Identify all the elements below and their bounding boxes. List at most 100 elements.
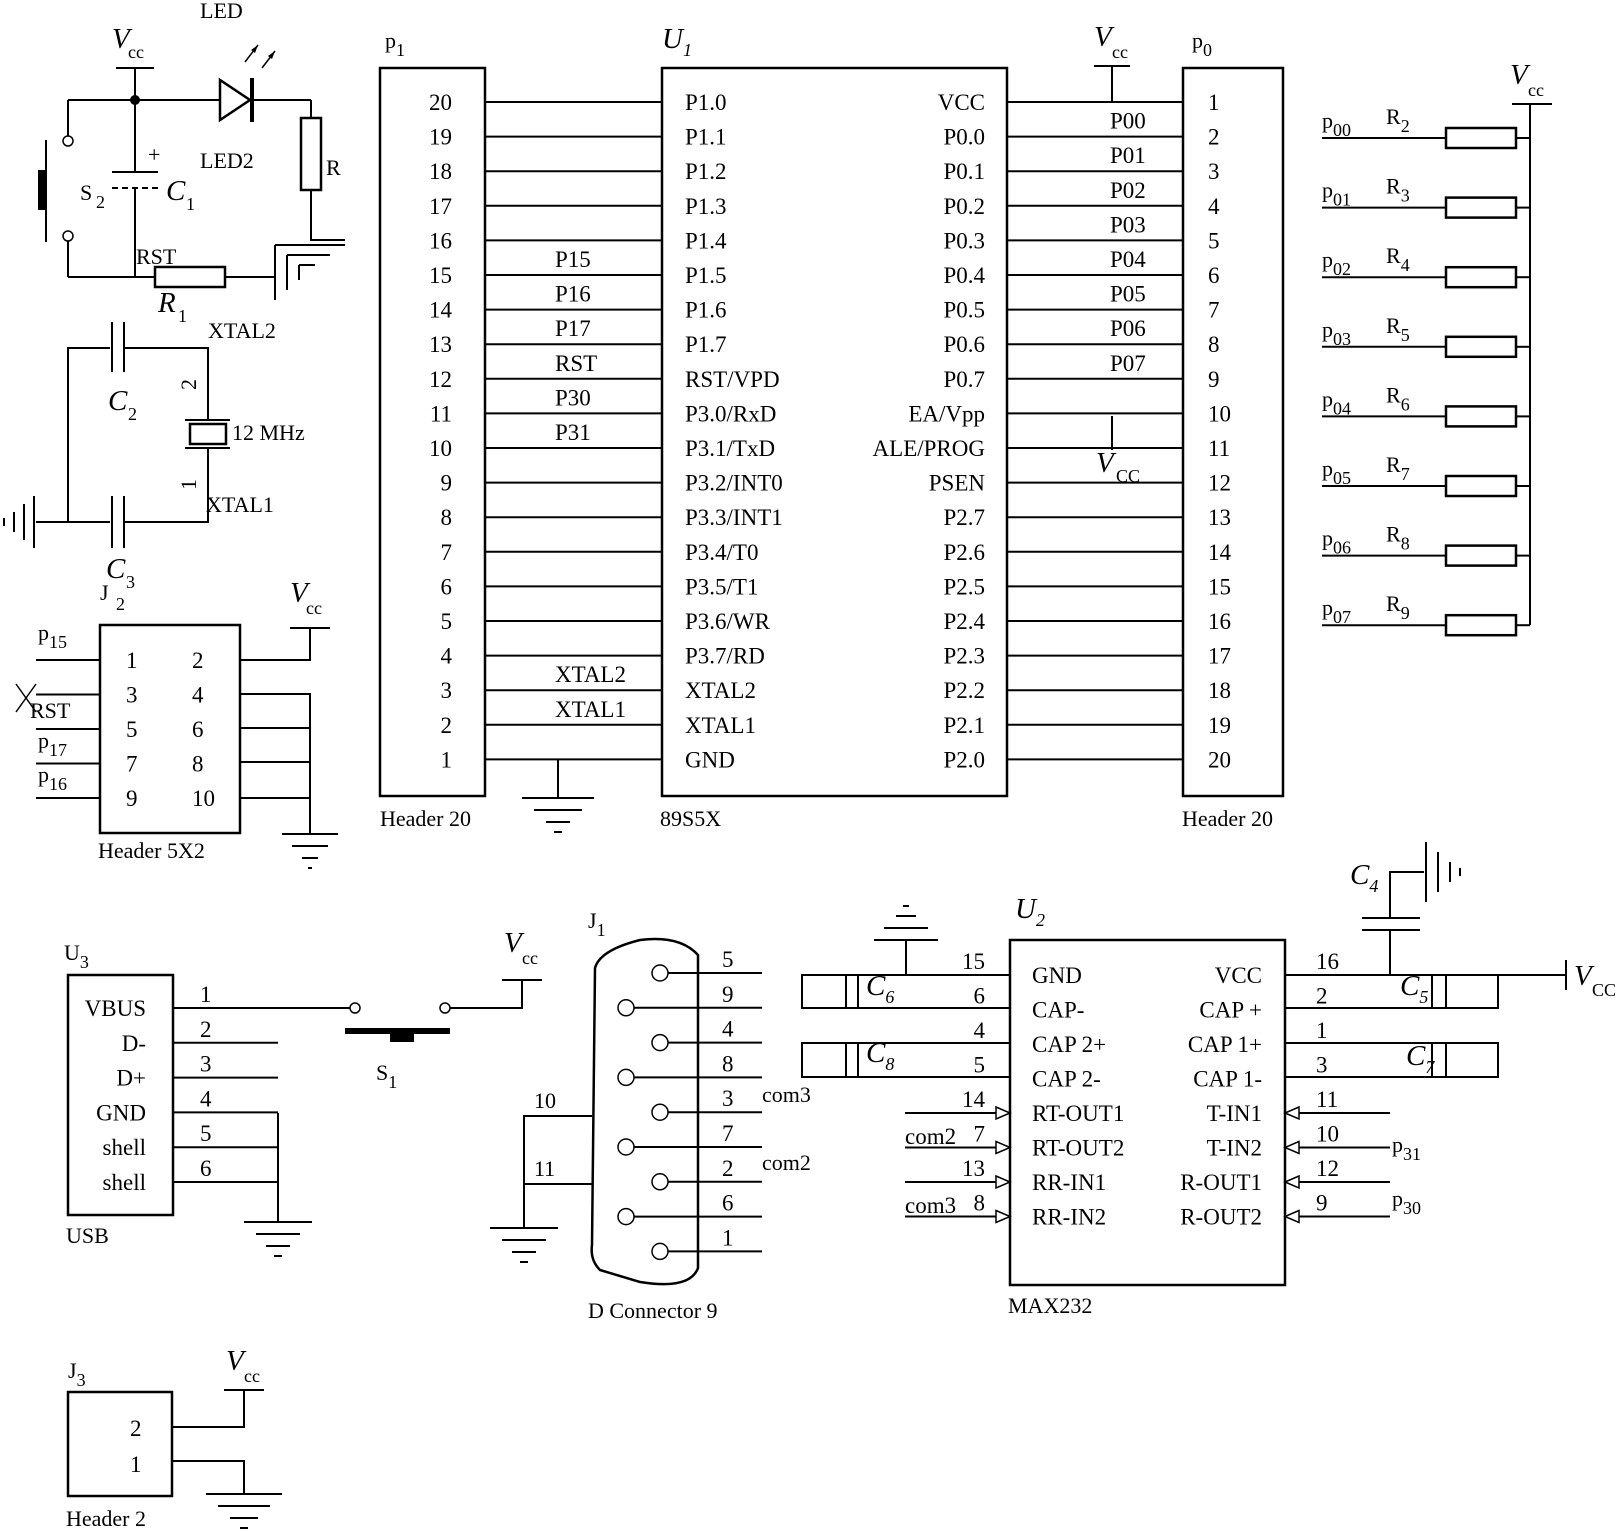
u2-pin-label: CAP 1+ xyxy=(1188,1032,1262,1057)
svg-text:p1: p1 xyxy=(385,28,405,60)
p0-part-label: Header 20 xyxy=(1182,806,1273,831)
svg-text:C7: C7 xyxy=(1406,1040,1435,1077)
svg-text:cc: cc xyxy=(306,598,322,618)
pullup-net-label: p02 xyxy=(1322,247,1351,279)
u1-pin-label: P2.0 xyxy=(943,747,985,772)
u1-pin-label: P1.7 xyxy=(685,332,727,357)
svg-text:C: C xyxy=(106,553,126,585)
svg-text:2: 2 xyxy=(128,404,137,424)
com3-label: com3 xyxy=(762,1082,811,1107)
com2-label: com2 xyxy=(762,1150,811,1175)
u1-pin-label: P2.5 xyxy=(943,574,985,599)
u3-pin-number: 2 xyxy=(200,1017,212,1042)
p1-pin-number: 16 xyxy=(429,228,452,253)
net-label: P07 xyxy=(1110,351,1146,376)
u1-pin-label: P1.6 xyxy=(685,298,727,323)
u1-pin-label: P0.6 xyxy=(943,332,985,357)
resistor-icon xyxy=(1444,335,1518,359)
ground-symbol xyxy=(274,244,345,300)
svg-text:+: + xyxy=(148,142,160,167)
svg-text:U3: U3 xyxy=(64,940,89,972)
pullup-net-label: p07 xyxy=(1322,595,1351,627)
svg-text:1: 1 xyxy=(186,194,195,214)
resistor-icon xyxy=(1444,474,1518,498)
xtal2-label: XTAL2 xyxy=(208,318,276,343)
svg-text:cc: cc xyxy=(1112,42,1128,62)
svg-text:V: V xyxy=(290,577,311,609)
u1-pin-label: RST/VPD xyxy=(685,367,780,392)
u1-pin-label: P0.1 xyxy=(943,159,985,184)
oscillator-circuit: C 2 2 12 MHz 1 XTAL1 C 3 xyxy=(3,322,305,592)
svg-text:C8: C8 xyxy=(866,1037,894,1074)
p1-pin-number: 13 xyxy=(429,332,452,357)
svg-text:CC: CC xyxy=(1592,980,1616,1000)
u2-pin-number: 9 xyxy=(1316,1191,1328,1216)
p1-pin-number: 5 xyxy=(441,609,453,634)
u2-pin-label: CAP 2- xyxy=(1032,1067,1101,1092)
ground-symbol xyxy=(206,1493,282,1529)
svg-text:CC: CC xyxy=(1116,466,1140,486)
svg-text:2: 2 xyxy=(96,192,105,212)
p1-pin-number: 15 xyxy=(429,263,452,288)
p1-pin-number: 14 xyxy=(429,298,453,323)
u1-pin-label: P3.2/INT0 xyxy=(685,471,783,496)
svg-text:1: 1 xyxy=(130,1452,142,1477)
u2-pin-label: RT-OUT1 xyxy=(1032,1101,1124,1126)
svg-text:S1: S1 xyxy=(376,1060,397,1092)
net-label: P03 xyxy=(1110,212,1146,237)
u1-mcu: U1 P1.0P1.1P1.2P1.3P1.4P1.5P1.6P1.7RST/V… xyxy=(660,23,1009,831)
u1-pin-label: P3.6/WR xyxy=(685,609,771,634)
ground-symbol xyxy=(244,1221,312,1257)
net-label: RST xyxy=(555,351,597,376)
ground-symbol xyxy=(490,1227,558,1263)
ground-symbol xyxy=(3,496,68,548)
j2-pin-number: 3 xyxy=(126,683,138,708)
pullup-res-label: R8 xyxy=(1386,522,1410,554)
vcc-symbol-text: V xyxy=(112,23,133,55)
u2-pin-label: CAP 2+ xyxy=(1032,1032,1106,1057)
u1-pin-label: P0.0 xyxy=(943,125,985,150)
u3-part-label: USB xyxy=(66,1223,109,1248)
svg-text:C: C xyxy=(166,175,186,207)
u3-pin-number: 4 xyxy=(200,1086,212,1111)
pullup-net-label: p03 xyxy=(1322,317,1351,349)
u1-pin-label: P3.4/T0 xyxy=(685,540,758,565)
u1-pin-label: P0.3 xyxy=(943,228,985,253)
svg-text:C: C xyxy=(108,385,128,417)
j2-pin-number: 4 xyxy=(192,683,204,708)
j2-pin-number: 6 xyxy=(192,717,204,742)
p1-pin-number: 4 xyxy=(441,644,453,669)
u2-pin-number: 11 xyxy=(1316,1087,1338,1112)
vcc-reset: V cc xyxy=(112,23,154,100)
u2-pin-label: T-IN1 xyxy=(1207,1101,1262,1126)
svg-text:2: 2 xyxy=(130,1416,142,1441)
resistor-icon xyxy=(1444,613,1518,637)
u1-left-pins: P1.0P1.1P1.2P1.3P1.4P1.5P1.6P1.7RST/VPDP… xyxy=(685,90,783,772)
svg-text:J1: J1 xyxy=(588,908,606,940)
net-label: P17 xyxy=(555,316,591,341)
p1-pin-number: 12 xyxy=(429,367,452,392)
net-p30: p30 xyxy=(1392,1186,1421,1218)
u1-pin-label: P1.4 xyxy=(685,228,727,253)
net-label: P16 xyxy=(555,282,591,307)
u3-pin-label: VBUS xyxy=(85,996,146,1021)
u3-pin-label: D+ xyxy=(116,1066,146,1091)
svg-text:2: 2 xyxy=(116,594,125,614)
net-label: XTAL1 xyxy=(555,697,626,722)
resistor-icon xyxy=(1444,265,1518,289)
u1-pin-label: P0.5 xyxy=(943,298,985,323)
net-p17: p17 xyxy=(38,728,67,760)
u1-pin-label: P1.0 xyxy=(685,90,727,115)
j3-header: J3 2 1 V cc Header 2 xyxy=(66,1345,282,1531)
j2-pin-number: 9 xyxy=(126,786,138,811)
u1-pin-label: P0.2 xyxy=(943,194,985,219)
resistor-icon xyxy=(1444,196,1518,219)
crystal-freq-label: 12 MHz xyxy=(232,420,305,445)
dsub-shell-icon xyxy=(590,937,700,1286)
p1-pin-number: 1 xyxy=(441,747,453,772)
u2-pin-number: 14 xyxy=(962,1087,986,1112)
j1-pin-number: 7 xyxy=(722,1121,734,1146)
